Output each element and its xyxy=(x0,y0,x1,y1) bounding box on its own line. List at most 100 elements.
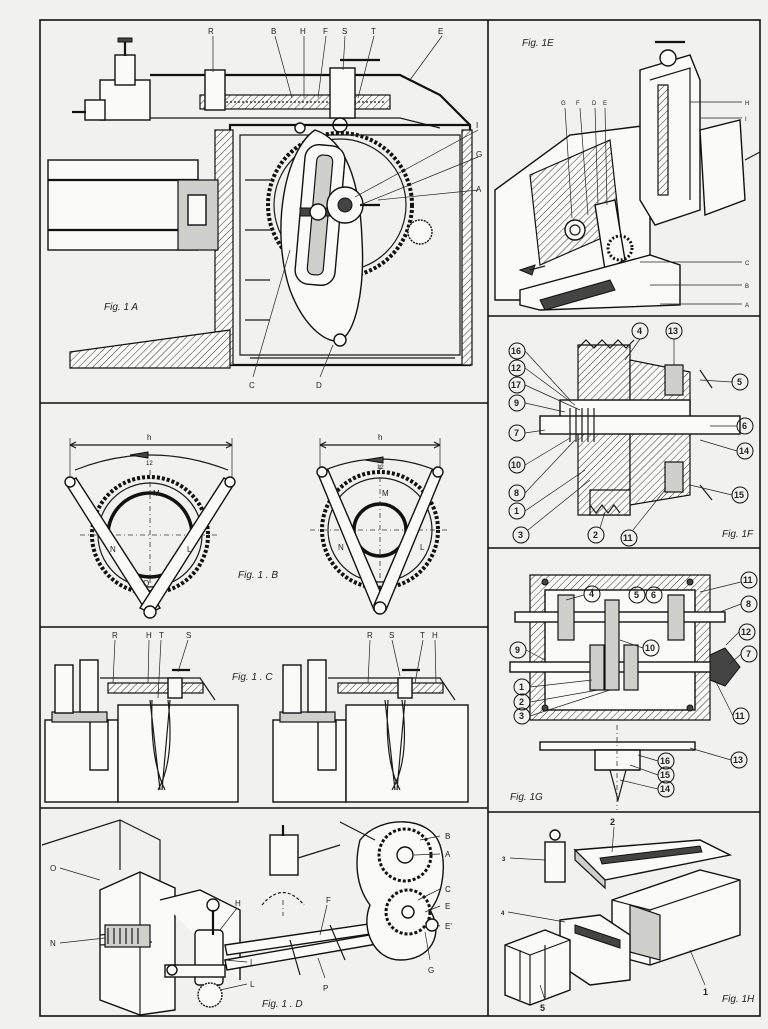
label-h: H xyxy=(235,899,241,908)
label-r: R xyxy=(208,27,214,36)
number-11-lower: 11 xyxy=(735,711,745,721)
number-11: 11 xyxy=(743,575,753,585)
label-a: A xyxy=(476,185,482,194)
caption-fig1h: Fig. 1H xyxy=(722,994,755,1005)
figure-1a-labels: R B H F S T E I G A C D Fig. 1 A xyxy=(104,27,482,390)
number-5: 5 xyxy=(634,590,639,600)
number-15: 15 xyxy=(660,770,670,780)
label-a: A xyxy=(745,303,749,309)
figure-1e-labels: Fig. 1E G F D E H I C B A xyxy=(522,38,750,309)
label-p: P xyxy=(323,984,328,993)
number-5: 5 xyxy=(737,377,742,387)
label-e-prime: E' xyxy=(445,922,452,931)
panel-frames xyxy=(39,19,761,1017)
label-m-right: M xyxy=(382,489,389,498)
figure-1g-labels: 4 5 6 11 8 9 10 12 7 1 2 3 11 13 16 15 1… xyxy=(510,575,753,803)
figure-1h-labels: 2 3 4 5 1 Fig. 1H xyxy=(501,817,755,1013)
number-6: 6 xyxy=(742,421,747,431)
arc-label-right: 12 xyxy=(377,465,384,471)
number-14: 14 xyxy=(660,784,670,794)
label-i: I xyxy=(250,958,252,967)
arc-label-left: 12 xyxy=(146,461,153,467)
caption-fig1g: Fig. 1G xyxy=(510,792,543,803)
number-7: 7 xyxy=(746,649,751,659)
label-e: E xyxy=(445,902,450,911)
label-o: O xyxy=(143,579,149,588)
number-8: 8 xyxy=(746,599,751,609)
label-g: G xyxy=(561,101,566,107)
number-3: 3 xyxy=(502,857,506,863)
label-e: E xyxy=(438,27,443,36)
number-9: 9 xyxy=(514,398,519,408)
label-b: B xyxy=(445,832,450,841)
label-h: H xyxy=(300,27,306,36)
figure-1h xyxy=(504,826,741,1006)
caption-fig1c: Fig. 1 . C xyxy=(232,672,273,683)
label-t-right: T xyxy=(420,631,425,640)
number-4: 4 xyxy=(589,589,594,599)
number-9: 9 xyxy=(515,645,520,655)
label-n-right: N xyxy=(338,543,344,552)
label-m: M xyxy=(153,489,160,498)
caption-fig1a: Fig. 1 A xyxy=(104,302,138,313)
number-7: 7 xyxy=(514,428,519,438)
caption-fig1d: Fig. 1 . D xyxy=(262,999,303,1010)
number-4: 4 xyxy=(637,326,642,336)
label-a: A xyxy=(445,850,451,859)
number-16: 16 xyxy=(660,756,670,766)
label-d: D xyxy=(592,101,597,107)
number-3: 3 xyxy=(519,711,524,721)
label-s-right: S xyxy=(389,631,394,640)
number-13: 13 xyxy=(668,326,678,336)
label-n: N xyxy=(110,545,116,554)
label-b: B xyxy=(745,284,749,290)
number-2: 2 xyxy=(610,817,615,827)
label-s: S xyxy=(342,27,347,36)
number-10: 10 xyxy=(645,643,655,653)
figure-1e xyxy=(494,40,761,311)
label-i: I xyxy=(745,117,747,123)
label-o: O xyxy=(50,864,56,873)
number-12: 12 xyxy=(741,627,751,637)
caption-fig1f: Fig. 1F xyxy=(722,529,754,540)
label-h-right: H xyxy=(432,631,438,640)
label-f: F xyxy=(576,101,580,107)
label-c: C xyxy=(445,885,451,894)
label-l-right: L xyxy=(420,543,425,552)
figure-1d xyxy=(41,819,444,1016)
figure-1d-labels: O N H F I L P B A C E E' G Fig. 1 . D xyxy=(50,832,452,1010)
label-g: G xyxy=(428,966,434,975)
label-f: F xyxy=(323,27,328,36)
number-11: 11 xyxy=(623,533,633,543)
label-t-left: T xyxy=(159,631,164,640)
label-e: E xyxy=(603,101,607,107)
number-16: 16 xyxy=(511,346,521,356)
label-f: F xyxy=(326,896,331,905)
label-b: B xyxy=(271,27,276,36)
label-d: D xyxy=(316,381,322,390)
number-4: 4 xyxy=(501,911,505,917)
number-1: 1 xyxy=(519,682,524,692)
number-1: 1 xyxy=(703,987,708,997)
number-13: 13 xyxy=(733,755,743,765)
number-12: 12 xyxy=(511,363,521,373)
caption-fig1b: Fig. 1 . B xyxy=(238,570,278,581)
number-6: 6 xyxy=(651,590,656,600)
label-c: C xyxy=(745,261,750,267)
label-h: H xyxy=(745,101,749,107)
number-1: 1 xyxy=(514,506,519,516)
figure-1f xyxy=(508,322,754,547)
figure-1g xyxy=(509,571,758,810)
label-n: N xyxy=(50,939,56,948)
figure-1c-labels: R H T S R S T H Fig. 1 . C xyxy=(112,631,438,683)
label-r-left: R xyxy=(112,631,118,640)
label-l: L xyxy=(250,980,255,989)
number-8: 8 xyxy=(514,488,519,498)
label-g: G xyxy=(476,150,482,159)
label-h-left: H xyxy=(146,631,152,640)
label-r-right: R xyxy=(367,631,373,640)
number-17: 17 xyxy=(511,380,521,390)
figure-1a xyxy=(47,35,479,378)
